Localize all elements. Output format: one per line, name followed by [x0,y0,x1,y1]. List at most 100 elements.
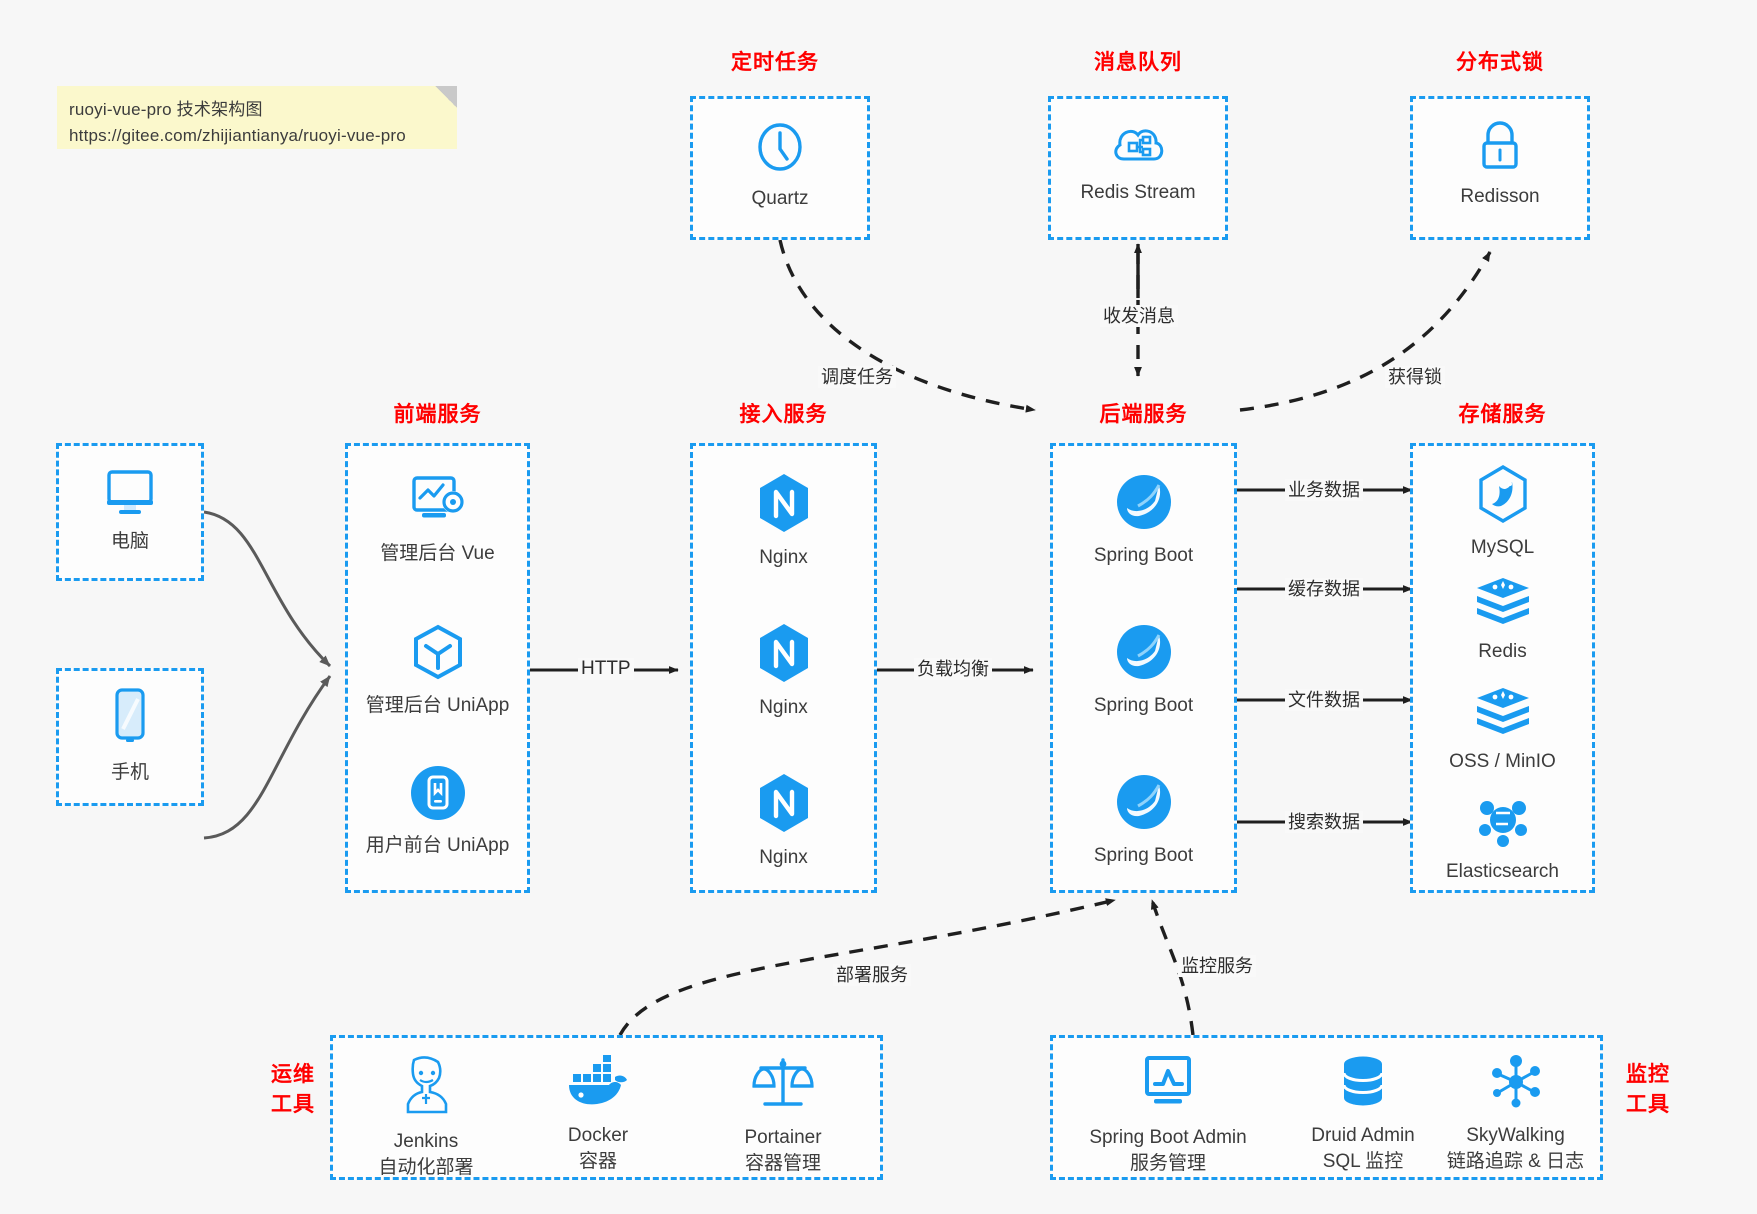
node-label: Redis [1478,641,1527,662]
group-title-frontend: 前端服务 [393,403,482,426]
node-elasticsearch[interactable]: Elasticsearch [1413,794,1592,884]
group-title-devops: 运维 工具 [258,1060,328,1120]
node-nginx-1[interactable]: Nginx [693,472,874,570]
spring-boot-icon [1053,622,1234,687]
node-label: Nginx [759,547,808,568]
node-label: Nginx [759,697,808,718]
edge-label-cache-data: 缓存数据 [1285,578,1363,600]
database-icon [1283,1054,1443,1115]
node-sublabel: 自动化部署 [378,1157,474,1178]
node-mysql[interactable]: MySQL [1413,464,1592,560]
edge-desktop-to-frontend [203,510,332,668]
edge-label-send-receive-message: 收发消息 [1100,305,1178,327]
note-line-url: https://gitee.com/zhijiantianya/ruoyi-vu… [69,126,406,145]
node-admin-vue[interactable]: 管理后台 Vue [348,472,527,566]
node-spring-boot-1[interactable]: Spring Boot [1053,472,1234,568]
node-oss-minio[interactable]: OSS / MinIO [1413,684,1592,774]
group-title-monitor: 监控 工具 [1613,1060,1683,1120]
node-nginx-3[interactable]: Nginx [693,772,874,870]
node-user-uniapp[interactable]: 用户前台 UniApp [348,764,527,858]
edge-acquire-lock [1239,251,1492,412]
group-title-storage: 存储服务 [1458,403,1547,426]
jenkins-icon [351,1054,501,1121]
spring-boot-icon [1053,772,1234,837]
group-title-scheduler: 定时任务 [731,51,819,74]
node-label: SkyWalking [1466,1125,1565,1146]
node-sublabel: 链路追踪 & 日志 [1446,1151,1585,1172]
node-label: Spring Boot [1093,545,1194,566]
elasticsearch-icon [1413,794,1592,853]
group-title-devops-line1: 运维 [271,1063,315,1086]
nginx-icon [693,622,874,689]
clock-icon [693,119,867,180]
lock-icon [1413,119,1587,178]
edge-label-acquire-lock: 获得锁 [1385,366,1445,388]
info-note: ruoyi-vue-pro 技术架构图 https://gitee.com/zh… [57,86,457,149]
scales-icon [703,1054,863,1117]
node-label: Redis Stream [1080,182,1196,203]
node-label: Spring Boot [1093,695,1194,716]
note-line-title: ruoyi-vue-pro 技术架构图 [69,100,263,119]
node-label: Elasticsearch [1446,861,1559,882]
group-box-lock: Redisson [1410,96,1590,240]
group-box-gateway: Nginx Nginx Nginx [690,443,877,893]
node-label: 管理后台 UniApp [365,695,510,716]
group-title-monitor-line2: 工具 [1626,1093,1670,1116]
node-nginx-2[interactable]: Nginx [693,622,874,720]
edge-label-search-data: 搜索数据 [1285,811,1363,833]
group-title-gateway: 接入服务 [739,403,828,426]
node-sublabel: SQL 监控 [1322,1151,1404,1172]
node-label: 电脑 [110,531,149,552]
node-spring-boot-admin[interactable]: Spring Boot Admin 服务管理 [1063,1054,1273,1177]
node-spring-boot-3[interactable]: Spring Boot [1053,772,1234,868]
redis-icon [1413,574,1592,633]
node-label: 用户前台 UniApp [365,835,510,856]
dashboard-gear-icon [348,472,527,535]
node-spring-boot-2[interactable]: Spring Boot [1053,622,1234,718]
mobile-app-icon [348,764,527,827]
group-box-monitor: Spring Boot Admin 服务管理 Druid Admin SQL 监… [1050,1035,1603,1180]
node-skywalking[interactable]: SkyWalking 链路追踪 & 日志 [1428,1054,1603,1175]
node-druid-admin[interactable]: Druid Admin SQL 监控 [1283,1054,1443,1175]
group-title-devops-line2: 工具 [271,1093,315,1116]
spring-boot-icon [1053,472,1234,537]
node-admin-uniapp[interactable]: 管理后台 UniApp [348,622,527,718]
oss-minio-icon [1413,684,1592,743]
node-label: Portainer [744,1127,822,1148]
node-redis[interactable]: Redis [1413,574,1592,664]
group-title-mq: 消息队列 [1094,51,1182,74]
edge-label-business-data: 业务数据 [1285,479,1363,501]
node-desktop[interactable]: 电脑 [59,466,201,554]
group-box-client-desktop: 电脑 [56,443,204,581]
node-label: Jenkins [393,1131,459,1152]
group-box-frontend: 管理后台 Vue 管理后台 UniApp 用户前台 UniApp [345,443,530,893]
group-box-backend: Spring Boot Spring Boot Spring Boot [1050,443,1237,893]
note-fold-corner [435,86,457,108]
node-sublabel: 容器 [578,1151,617,1172]
group-title-monitor-line1: 监控 [1626,1063,1670,1086]
node-label: 手机 [110,762,149,783]
node-label: Spring Boot [1093,845,1194,866]
nginx-icon [693,772,874,839]
node-jenkins[interactable]: Jenkins 自动化部署 [351,1054,501,1181]
node-portainer[interactable]: Portainer 容器管理 [703,1054,863,1177]
edge-label-load-balance: 负载均衡 [914,658,992,680]
node-mobile[interactable]: 手机 [59,687,201,785]
edge-label-schedule-task: 调度任务 [818,366,896,388]
node-label: Quartz [751,188,809,209]
desktop-icon [59,466,201,523]
group-title-backend: 后端服务 [1099,403,1188,426]
node-redis-stream[interactable]: Redis Stream [1051,119,1225,205]
group-box-client-mobile: 手机 [56,668,204,806]
cube-icon [348,622,527,687]
node-sublabel: 容器管理 [744,1153,821,1174]
node-label: Docker [567,1125,629,1146]
node-quartz[interactable]: Quartz [693,119,867,211]
node-label: Druid Admin [1311,1125,1415,1146]
group-box-devops: Jenkins 自动化部署 Docker 容器 Portainer 容器管理 [330,1035,883,1180]
group-box-scheduler: Quartz [690,96,870,240]
node-redisson[interactable]: Redisson [1413,119,1587,209]
node-docker[interactable]: Docker 容器 [523,1054,673,1175]
docker-icon [523,1054,673,1115]
